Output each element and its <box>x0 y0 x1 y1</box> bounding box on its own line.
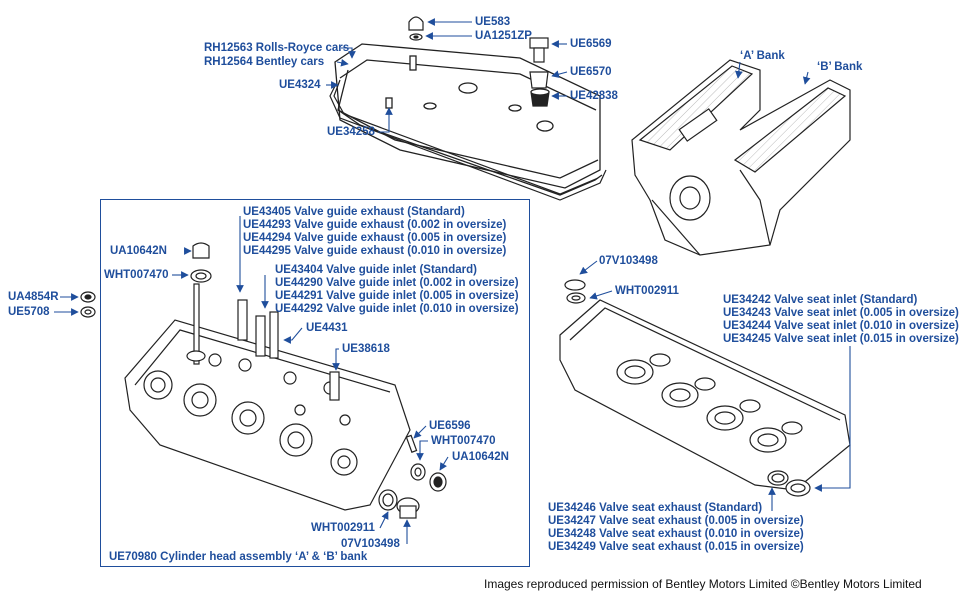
label-rh12564: RH12564 Bentley cars <box>204 56 325 68</box>
leader-lines <box>54 18 851 544</box>
label-ue6596: UE6596 <box>429 420 471 432</box>
label-wht002911-bottom: WHT002911 <box>311 522 375 534</box>
label-cylinder-head-assembly: UE70980 Cylinder head assembly ‘A’ & ‘B’… <box>109 551 368 563</box>
label-seat-inlet-2: UE34244 Valve seat inlet (0.010 in overs… <box>723 320 959 332</box>
copyright-credit: Images reproduced permission of Bentley … <box>484 577 922 591</box>
breather-parts-illustration <box>529 37 550 107</box>
label-b-bank: ‘B’ Bank <box>817 61 863 73</box>
label-seat-inlet-1: UE34243 Valve seat inlet (0.005 in overs… <box>723 307 959 319</box>
label-wht007470-right: WHT007470 <box>431 435 496 447</box>
label-guide-exhaust-3: UE44295 Valve guide exhaust (0.010 in ov… <box>243 245 507 257</box>
label-ua10642n-left: UA10642N <box>110 245 167 257</box>
rocker-cover-illustration <box>334 43 603 196</box>
right-cylinder-head-illustration <box>559 279 851 497</box>
label-ue38618: UE38618 <box>342 343 390 355</box>
label-ua1251zp: UA1251ZP <box>475 30 532 42</box>
rocker-gasket-illustration <box>329 79 607 201</box>
label-seat-exhaust-0: UE34246 Valve seat exhaust (Standard) <box>548 502 763 514</box>
label-ue5708: UE5708 <box>8 306 50 318</box>
label-wht002911-right: WHT002911 <box>615 285 679 297</box>
label-guide-inlet-2: UE44291 Valve guide inlet (0.005 in over… <box>275 290 519 302</box>
left-small-parts-illustration <box>80 242 447 519</box>
left-cylinder-head-illustration <box>124 283 411 511</box>
label-ue42838: UE42838 <box>570 90 618 102</box>
label-seat-exhaust-1: UE34247 Valve seat exhaust (0.005 in ove… <box>548 515 804 527</box>
label-guide-inlet-3: UE44292 Valve guide inlet (0.010 in over… <box>275 303 519 315</box>
v8-engine-block-illustration <box>631 59 851 256</box>
label-a-bank: ‘A’ Bank <box>740 50 785 62</box>
label-guide-exhaust-1: UE44293 Valve guide exhaust (0.002 in ov… <box>243 219 507 231</box>
label-seat-exhaust-3: UE34249 Valve seat exhaust (0.015 in ove… <box>548 541 804 553</box>
label-rh12563: RH12563 Rolls-Royce cars <box>204 42 350 54</box>
label-ue6569: UE6569 <box>570 38 612 50</box>
label-wht007470-left: WHT007470 <box>104 269 169 281</box>
cap-nut-illustration <box>408 16 424 41</box>
label-guide-exhaust-0: UE43405 Valve guide exhaust (Standard) <box>243 206 465 218</box>
cylinder-head-assembly-frame <box>100 199 530 567</box>
label-seat-inlet-3: UE34245 Valve seat inlet (0.015 in overs… <box>723 333 959 345</box>
label-ue4324: UE4324 <box>279 79 321 91</box>
label-ue6570: UE6570 <box>570 66 612 78</box>
label-07v103498-bottom: 07V103498 <box>341 538 400 550</box>
label-ue583: UE583 <box>475 16 511 28</box>
label-07v103498-right: 07V103498 <box>599 255 658 267</box>
label-guide-exhaust-2: UE44294 Valve guide exhaust (0.005 in ov… <box>243 232 507 244</box>
label-seat-inlet-0: UE34242 Valve seat inlet (Standard) <box>723 294 918 306</box>
label-guide-inlet-0: UE43404 Valve guide inlet (Standard) <box>275 264 477 276</box>
label-guide-inlet-1: UE44290 Valve guide inlet (0.002 in over… <box>275 277 519 289</box>
label-ue34258: UE34258 <box>327 126 375 138</box>
label-ua4854r: UA4854R <box>8 291 59 303</box>
label-seat-exhaust-2: UE34248 Valve seat exhaust (0.010 in ove… <box>548 528 804 540</box>
label-ua10642n-right: UA10642N <box>452 451 509 463</box>
label-ue4431: UE4431 <box>306 322 348 334</box>
